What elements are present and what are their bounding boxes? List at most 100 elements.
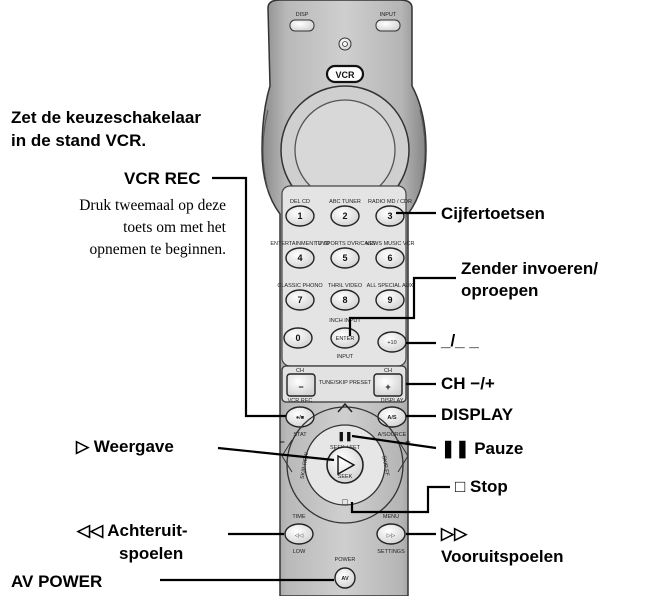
ch-plus-button[interactable]: + — [373, 373, 403, 397]
note-line1: Druk tweemaal op deze — [79, 197, 226, 214]
svg-text:AV: AV — [341, 576, 349, 582]
label-stop: □ Stop — [455, 477, 508, 496]
number-key-caption: TV SPORTS DVR/CASS — [315, 241, 376, 247]
input-button[interactable]: INPUT — [375, 12, 401, 32]
svg-text:INPUT: INPUT — [380, 12, 397, 18]
number-key-caption: CLASSIC PHONO — [277, 283, 323, 289]
stop-button[interactable]: □ — [342, 497, 348, 507]
label-cijfertoetsen: Cijfertoetsen — [441, 204, 545, 223]
leader-pauze — [351, 434, 437, 450]
label-achteruit-line1: ◁◁ Achteruit- — [77, 521, 188, 540]
note-line3: opnemen te beginnen. — [89, 241, 226, 258]
svg-text:CH: CH — [384, 368, 392, 374]
svg-text:A/SOURCE: A/SOURCE — [378, 432, 407, 438]
rewind-button[interactable]: TIME ◁◁ LOW — [284, 514, 314, 555]
label-pauze: ❚❚ Pauze — [441, 439, 524, 458]
number-key-6[interactable]: NEWS MUSIC VCR 6 — [366, 241, 415, 269]
svg-text:❚❚: ❚❚ — [337, 431, 352, 442]
number-key-9[interactable]: ALL SPECIAL AUX 9 — [367, 283, 414, 311]
svg-text:A/S: A/S — [387, 415, 397, 421]
av-power-button[interactable]: POWER AV — [334, 557, 356, 589]
label-display: DISPLAY — [441, 405, 514, 424]
label-selector-line1: Zet de keuzeschakelaar — [11, 108, 201, 127]
number-key-7[interactable]: CLASSIC PHONO 7 — [277, 283, 323, 311]
svg-text:ENTER: ENTER — [336, 336, 355, 342]
svg-text:MENU: MENU — [383, 514, 399, 520]
number-key-digit: 8 — [342, 295, 347, 305]
svg-text:●/■: ●/■ — [296, 415, 304, 421]
number-key-digit: 5 — [342, 253, 347, 263]
svg-text:◁◁: ◁◁ — [295, 533, 304, 539]
vcr-rec-note: Druk tweemaal op deze toets om met het o… — [0, 195, 226, 261]
leader-lines — [160, 176, 456, 582]
svg-text:+: + — [405, 437, 410, 447]
number-key-0[interactable]: 0 — [283, 327, 313, 349]
label-vcr-rec: VCR REC — [124, 169, 201, 188]
vcr-selector-indicator: VCR — [325, 64, 365, 84]
label-selector-line2: in de stand VCR. — [11, 131, 147, 150]
svg-text:VCR: VCR — [335, 70, 355, 80]
number-key-caption: RADIO MD / CDR — [368, 199, 412, 205]
number-key-caption: NEWS MUSIC VCR — [366, 241, 415, 247]
plus10-button[interactable]: +10 — [377, 331, 407, 353]
svg-text:TUNE/SKIP PRESET: TUNE/SKIP PRESET — [319, 380, 372, 386]
svg-text:DISP: DISP — [296, 12, 309, 18]
svg-text:LOW: LOW — [293, 549, 306, 555]
svg-text:INCH INPUT: INCH INPUT — [329, 318, 361, 324]
number-key-digit: 9 — [387, 295, 392, 305]
label-tens: _/_ _ — [441, 331, 479, 350]
label-vooruit-line1: ▷▷ — [441, 524, 468, 543]
play-icon — [337, 454, 356, 476]
fast-forward-button[interactable]: MENU ▷▷ SETTINGS — [376, 514, 406, 555]
skip-rew-button[interactable]: SKIP REW — [300, 451, 311, 479]
svg-text:DISPLAY: DISPLAY — [381, 398, 404, 404]
number-key-caption: ALL SPECIAL AUX — [367, 283, 414, 289]
svg-text:TIME: TIME — [292, 514, 305, 520]
label-achteruit-line2: spoelen — [119, 544, 184, 563]
svg-text:−: − — [298, 382, 303, 392]
svg-text:□: □ — [342, 497, 348, 507]
svg-text:SKIP FF: SKIP FF — [380, 455, 390, 477]
number-key-digit: 2 — [342, 211, 347, 221]
leader-weergave — [217, 446, 335, 462]
svg-text:+10: +10 — [387, 340, 396, 346]
number-key-8[interactable]: THRIL VIDEO 8 — [328, 283, 363, 311]
svg-text:▷▷: ▷▷ — [387, 533, 396, 539]
number-key-digit: 3 — [387, 211, 392, 221]
leader-stop — [350, 485, 450, 514]
pause-button[interactable]: ❚❚ — [337, 431, 352, 442]
svg-text:INPUT: INPUT — [337, 354, 354, 360]
svg-text:CH: CH — [296, 368, 304, 374]
number-key-1[interactable]: DEL CD1 — [285, 199, 315, 227]
leader-vcr-rec — [212, 176, 286, 418]
number-key-digit: 7 — [297, 295, 302, 305]
svg-text:VCR REC: VCR REC — [288, 398, 313, 404]
label-ch: CH −/+ — [441, 374, 495, 393]
number-key-3[interactable]: RADIO MD / CDR 3 — [368, 199, 412, 227]
svg-text:−: − — [279, 437, 284, 447]
number-key-caption: THRIL VIDEO — [328, 283, 363, 289]
disp-button[interactable]: DISP — [289, 12, 315, 32]
leader-zender — [348, 276, 456, 336]
label-av-power: AV POWER — [11, 572, 103, 591]
svg-text:POWER: POWER — [335, 557, 356, 563]
svg-text:+: + — [385, 382, 390, 392]
play-button[interactable]: SEEK / SET SEEK — [326, 445, 364, 484]
enter-button[interactable]: INCH INPUT ENTER INPUT — [329, 318, 361, 360]
label-zender-line2: oproepen — [461, 281, 539, 300]
number-key-2[interactable]: ABC TUNER 2 — [329, 199, 361, 227]
power-standby-icon[interactable] — [338, 37, 352, 51]
number-key-caption: ABC TUNER — [329, 199, 361, 205]
svg-text:SETTINGS: SETTINGS — [377, 549, 405, 555]
number-key-5[interactable]: TV SPORTS DVR/CASS 5 — [315, 241, 376, 269]
svg-text:0: 0 — [295, 333, 300, 343]
label-vooruit-line2: Vooruitspoelen — [441, 547, 564, 566]
number-key-digit: 6 — [387, 253, 392, 263]
skip-ff-button[interactable]: SKIP FF — [380, 455, 390, 477]
svg-text:STAT: STAT — [293, 432, 307, 438]
label-weergave: ▷ Weergave — [76, 437, 174, 456]
ch-minus-button[interactable]: − — [286, 373, 316, 397]
number-key-digit: 1 — [297, 211, 302, 221]
